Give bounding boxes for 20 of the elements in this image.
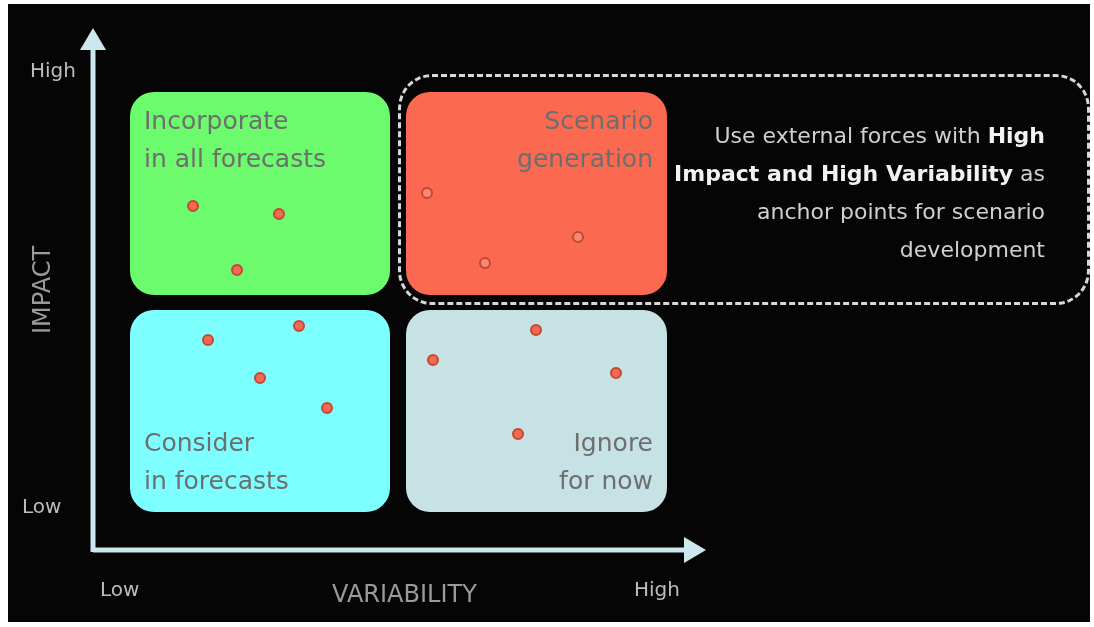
axis-title: IMPACT <box>28 245 57 335</box>
quadrant-subheading: in all forecasts <box>144 143 327 175</box>
quadrant-box <box>406 92 667 295</box>
axis-title: VARIABILITY <box>332 580 477 608</box>
quadrant-heading: Consider <box>144 427 255 459</box>
quadrant-box <box>130 310 390 512</box>
quadrant-subheading: in forecasts <box>144 465 289 497</box>
quadrant-subheading: for now <box>559 465 653 497</box>
axis-end-label: Low <box>22 494 62 518</box>
quadrant-box <box>130 92 390 295</box>
dashed-callout-frame <box>398 74 1090 305</box>
quadrant-box <box>406 310 667 512</box>
quadrant-heading: Ignore <box>573 427 653 459</box>
quadrant-heading: Incorporate <box>144 105 289 137</box>
callout-text: Use external forces with High Impact and High Variability as anchor points for scenario development <box>673 122 1045 264</box>
quadrant-heading: Scenario <box>544 105 653 137</box>
axis-end-label: High <box>30 58 76 82</box>
axis-end-label: Low <box>100 577 140 601</box>
quadrant-subheading: generation <box>517 143 653 175</box>
axis-end-label: High <box>634 577 680 601</box>
